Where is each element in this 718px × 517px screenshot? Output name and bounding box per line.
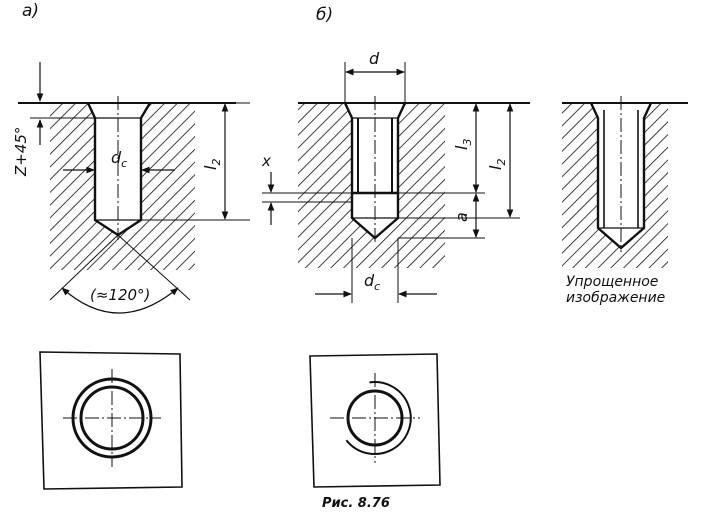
panel-b-l2-letter: l (486, 165, 505, 170)
panel-b-l2-label: l2 (486, 159, 508, 170)
panel-b-l3-letter: l (452, 145, 471, 150)
panel-b-x-label: x (261, 152, 271, 170)
plan-view-b (309, 353, 441, 488)
simplified-caption-line2: изображение (566, 290, 665, 306)
panel-b-dc-subscript: c (374, 280, 380, 293)
panel-a: а) Z+45° dc l2 (≈120°) (12, 1, 250, 314)
figure-caption: Рис. 8.76 (322, 496, 390, 511)
panel-b-l3-subscript: 3 (461, 139, 474, 146)
panel-b-dc-letter: d (364, 271, 375, 290)
plan-b-plate (309, 353, 441, 488)
plan-view-a (39, 351, 183, 490)
simplified-view: Упрощенное изображение (562, 96, 688, 306)
panel-b-d-label: d (369, 49, 380, 68)
panel-a-hatched-body (50, 103, 195, 270)
panel-a-hole-outline (86, 102, 152, 237)
panel-a-dc-subscript: c (121, 157, 127, 170)
panel-b-label: б) (316, 5, 333, 25)
panel-b-l3-label: l3 (452, 139, 474, 150)
panel-b-dc-label: dc (364, 271, 380, 293)
panel-a-l2-label: l2 (201, 159, 223, 170)
panel-b-hatched-body (298, 103, 445, 268)
panel-b: б) d x l3 l2 a (261, 5, 530, 303)
simplified-hole-outline (589, 102, 653, 250)
panel-a-chamfer-label: Z+45° (12, 127, 30, 177)
simplified-hatched-body (562, 103, 668, 268)
panel-a-dc-label: dc (111, 148, 127, 170)
plan-b-thread-arc (345, 381, 412, 455)
panel-b-l2-subscript: 2 (495, 159, 508, 166)
panel-a-dc-letter: d (111, 148, 122, 167)
plan-a-plate (39, 351, 183, 490)
panel-a-angle-extension-left (49, 234, 119, 301)
panel-a-label: а) (22, 1, 39, 21)
panel-a-l2-subscript: 2 (210, 159, 223, 166)
panel-a-angle-arc (61, 287, 179, 314)
panel-b-a-label: a (452, 212, 471, 222)
panel-a-l2-letter: l (201, 165, 220, 170)
panel-a-angle-label: (≈120°) (90, 286, 150, 304)
simplified-caption-line1: Упрощенное (566, 274, 658, 290)
